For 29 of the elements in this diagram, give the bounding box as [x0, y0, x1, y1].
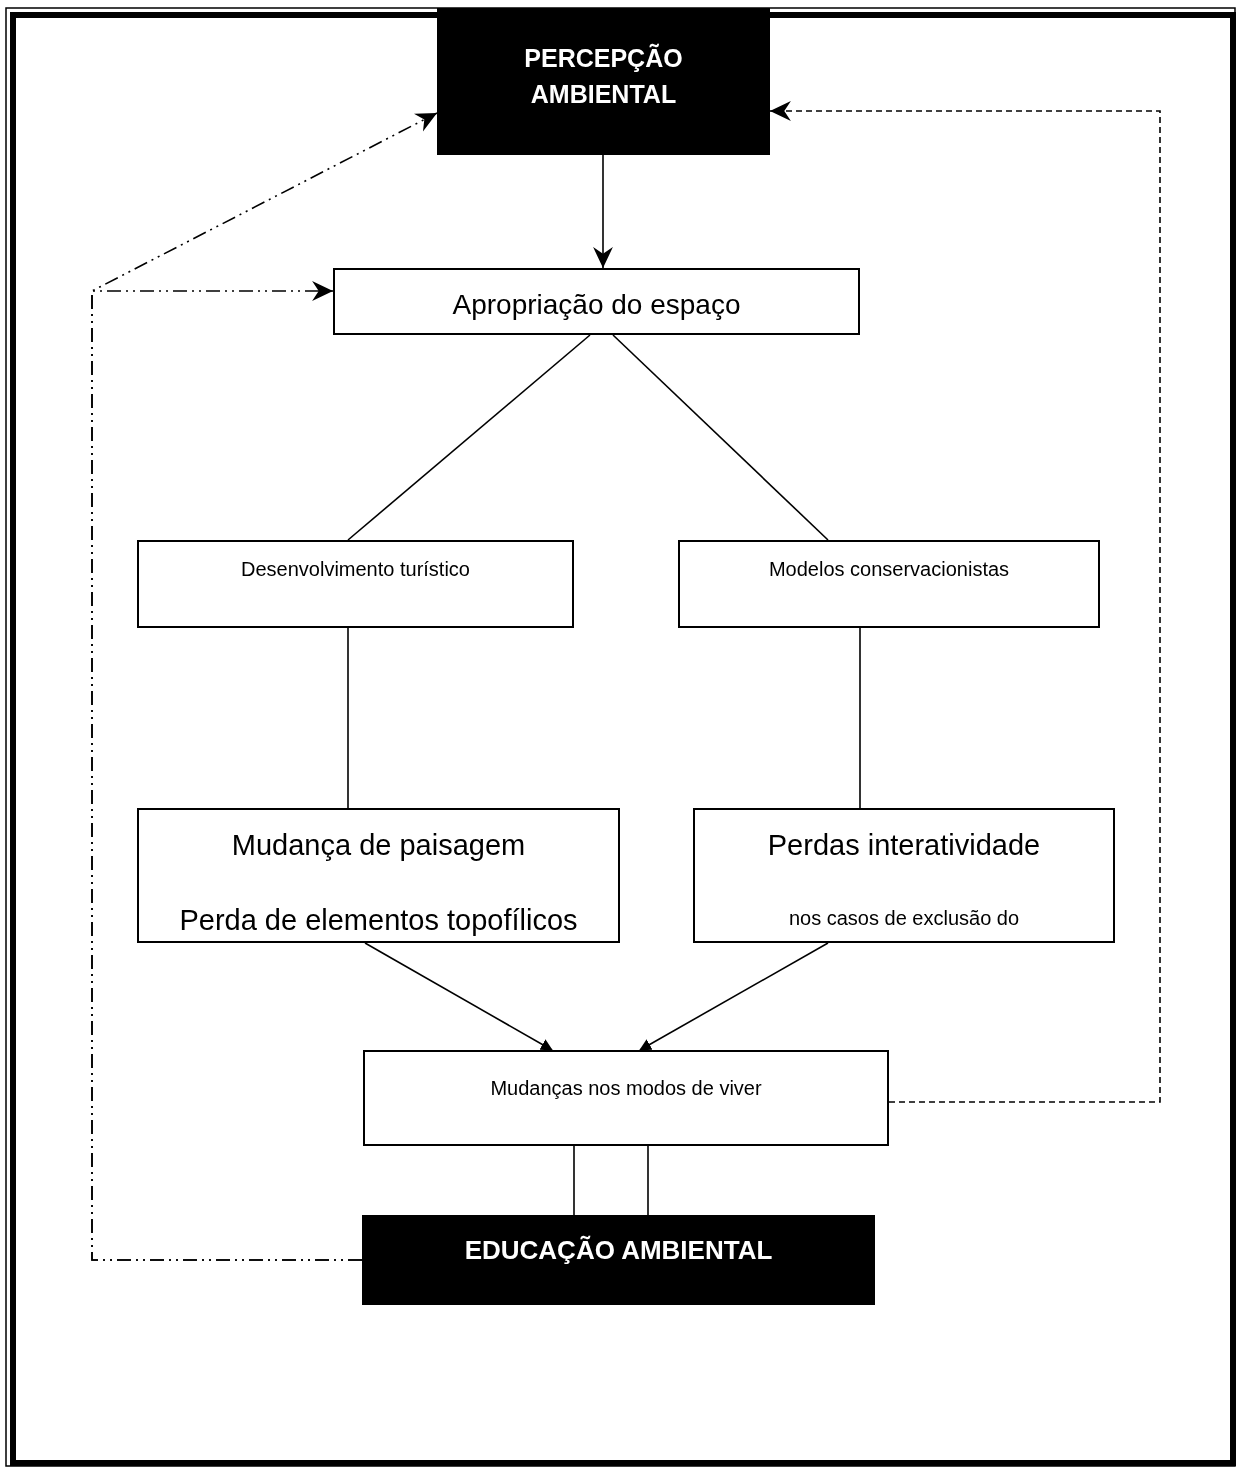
connector-line — [859, 627, 861, 809]
process-box — [137, 540, 574, 628]
node-text: Modelos conservacionistas — [767, 557, 1011, 582]
arrow — [639, 942, 829, 1051]
process-box — [678, 540, 1100, 628]
node-text: PERCEPÇÃO AMBIENTAL — [523, 42, 684, 110]
node-text: Perdas interatividade — [766, 828, 1042, 863]
arrow — [364, 942, 553, 1051]
connector-line — [612, 334, 829, 541]
process-box — [137, 808, 620, 943]
node-text: Mudanças nos modos de viver — [489, 1076, 763, 1101]
connector-line — [647, 1145, 649, 1216]
heading-box — [437, 8, 770, 155]
node-text: Apropriação do espaço — [451, 288, 742, 322]
node-text: Desenvolvimento turístico — [240, 557, 471, 582]
process-box — [333, 268, 860, 335]
process-box — [693, 808, 1115, 943]
arrow — [769, 101, 1161, 1103]
arrow — [91, 281, 363, 1261]
node-text: nos casos de exclusão do — [787, 906, 1021, 931]
process-box — [363, 1050, 889, 1146]
connector-line — [347, 334, 591, 541]
node-text: EDUCAÇÃO AMBIENTAL — [463, 1234, 774, 1267]
connector-line — [573, 1145, 575, 1216]
arrow — [593, 154, 613, 269]
node-text: Perda de elementos topofílicos — [178, 903, 579, 938]
heading-box — [362, 1215, 875, 1305]
node-text: Mudança de paisagem — [230, 828, 527, 863]
connector-line — [347, 627, 349, 809]
